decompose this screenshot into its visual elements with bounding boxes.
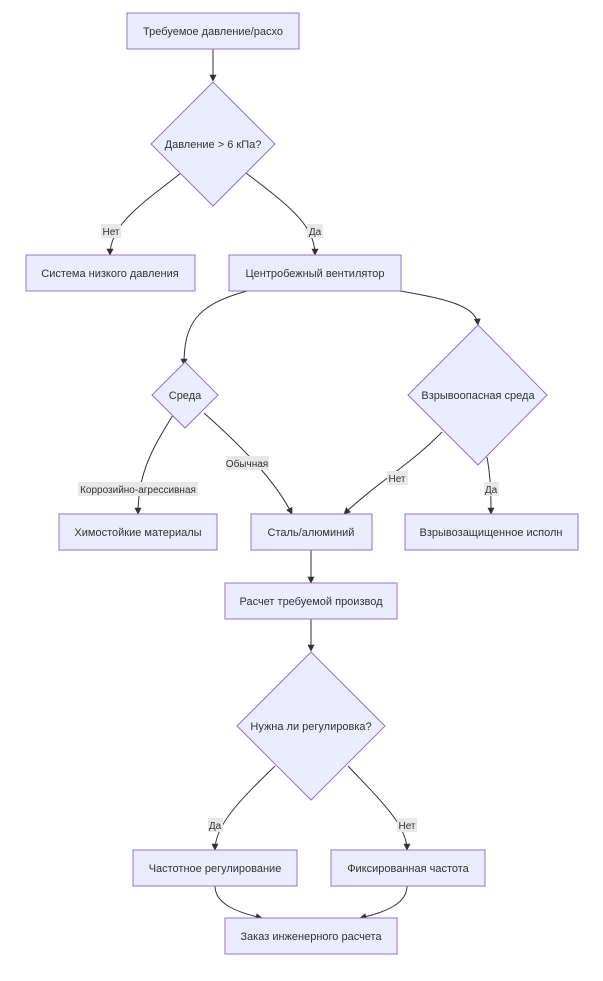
edge-environment-to-chemical — [134, 414, 174, 515]
edge-regulation-to-frequency — [211, 765, 276, 851]
svg-text:Да: Да — [309, 227, 322, 238]
svg-text:Обычная: Обычная — [226, 458, 268, 470]
edge-label-no-explosive: Нет — [387, 471, 408, 485]
edge-label-yes-regulation: Да — [208, 818, 223, 832]
edge-label-yes-centrifugal: Да — [307, 224, 323, 238]
edge-centrifugal-to-environment — [180, 290, 248, 366]
svg-text:Фиксированная частота: Фиксированная частота — [347, 863, 469, 875]
svg-text:Центробежный вентилятор: Центробежный вентилятор — [246, 268, 385, 280]
node-steel-aluminum[interactable]: Сталь/алюминий — [250, 513, 373, 551]
svg-text:Да: Да — [209, 821, 222, 832]
decision-regulation[interactable]: Нужна ли регулировка? — [236, 651, 386, 801]
svg-text:Требуемое давление/расхо: Требуемое давление/расхо — [143, 26, 283, 38]
edge-pressure-to-low — [106, 172, 182, 256]
node-engineering-order[interactable]: Заказ инженерного расчета — [224, 917, 398, 955]
svg-text:Коррозийно-агрессивная: Коррозийно-агрессивная — [80, 485, 196, 496]
node-fixed-frequency[interactable]: Фиксированная частота — [330, 849, 486, 887]
svg-text:Нет: Нет — [102, 227, 119, 238]
svg-text:Взрывоопасная среда: Взрывоопасная среда — [421, 390, 535, 402]
node-low-pressure-system[interactable]: Система низкого давления — [25, 254, 196, 292]
svg-text:Нет: Нет — [398, 821, 415, 832]
edge-label-no-regulation: Нет — [397, 818, 417, 832]
node-required-pressure[interactable]: Требуемое давление/расхо — [126, 12, 300, 50]
node-frequency-control[interactable]: Частотное регулирование — [132, 849, 298, 887]
edge-frequency-to-order — [214, 885, 263, 921]
edge-pressure-to-centrifugal — [245, 172, 319, 256]
svg-text:Расчет требуемой производ: Расчет требуемой производ — [239, 596, 383, 608]
edge-regulation-to-fixed — [347, 765, 411, 851]
svg-text:Частотное регулирование: Частотное регулирование — [149, 863, 282, 875]
decision-environment[interactable]: Среда — [151, 361, 219, 429]
svg-text:Система низкого давления: Система низкого давления — [41, 268, 179, 280]
svg-text:Взрывозащищенное исполн: Взрывозащищенное исполн — [420, 527, 563, 539]
edge-label-no-low: Нет — [101, 224, 121, 238]
svg-text:Давление > 6 кПа?: Давление > 6 кПа? — [165, 139, 262, 151]
svg-text:Среда: Среда — [169, 390, 202, 402]
edge-fixed-to-order — [359, 885, 408, 921]
svg-text:Химостойкие материалы: Химостойкие материалы — [74, 527, 201, 539]
node-explosion-proof[interactable]: Взрывозащищенное исполн — [404, 513, 579, 551]
edge-centrifugal-to-explosive — [399, 290, 481, 326]
decision-pressure[interactable]: Давление > 6 кПа? — [150, 81, 276, 207]
node-chemical-resistant[interactable]: Химостойкие материалы — [58, 513, 218, 551]
svg-text:Да: Да — [485, 485, 498, 496]
decision-explosive-environment[interactable]: Взрывоопасная среда — [407, 324, 548, 466]
edge-label-ordinary: Обычная — [226, 456, 269, 470]
svg-text:Нет: Нет — [388, 474, 405, 485]
edge-label-corrosive: Коррозийно-агрессивная — [78, 482, 198, 496]
edge-label-yes-explosive: Да — [484, 482, 499, 496]
svg-text:Заказ инженерного расчета: Заказ инженерного расчета — [240, 931, 382, 943]
svg-text:Сталь/алюминий: Сталь/алюминий — [268, 527, 355, 539]
svg-text:Нужна ли регулировка?: Нужна ли регулировка? — [250, 721, 371, 733]
node-centrifugal-fan[interactable]: Центробежный вентилятор — [228, 254, 402, 292]
node-performance-calc[interactable]: Расчет требуемой производ — [224, 582, 398, 620]
